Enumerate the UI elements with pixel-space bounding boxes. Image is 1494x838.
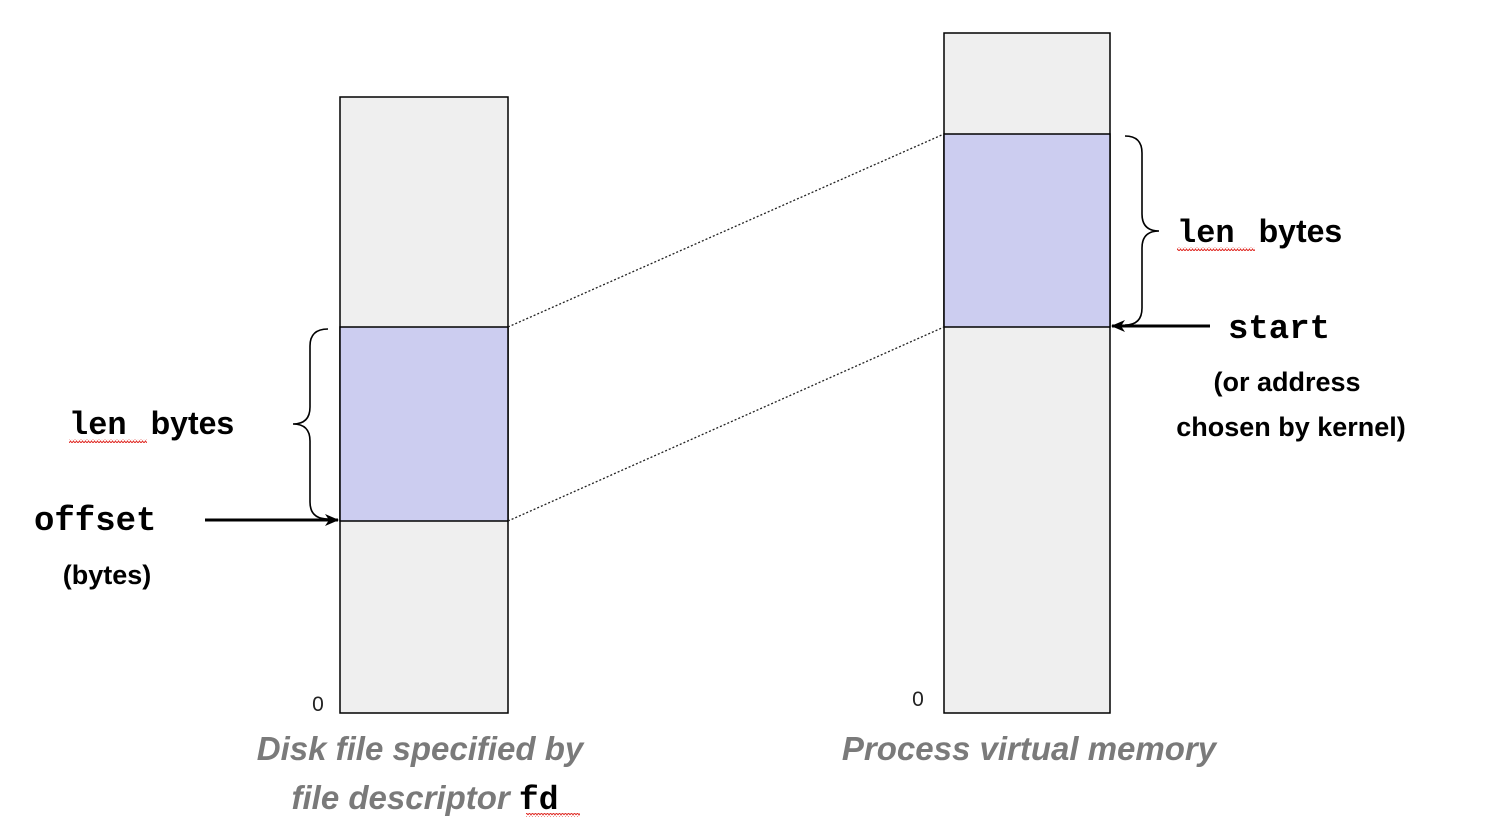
start-note-line2: chosen by kernel) <box>1176 412 1406 442</box>
disk-len-brace <box>292 328 329 520</box>
offset-note: (bytes) <box>63 560 152 590</box>
disk-zero-label: 0 <box>312 693 324 716</box>
memory-len-label: len bytes <box>1177 213 1342 252</box>
fd-spellcheck-underline <box>526 813 580 817</box>
disk-caption-text: file descriptor <box>292 779 519 816</box>
mapping-line-top <box>507 133 945 328</box>
start-label: start <box>1228 311 1330 349</box>
memory-len-code: len <box>1177 215 1235 252</box>
start-note-line1: (or address <box>1213 367 1360 397</box>
memory-len-spellcheck-underline <box>1177 247 1255 251</box>
memory-zero-label: 0 <box>912 688 924 711</box>
memory-mapped-region <box>943 133 1111 328</box>
fd-code: fd <box>519 782 559 819</box>
disk-caption-line1: Disk file specified by <box>257 730 585 767</box>
offset-label: offset <box>34 503 156 541</box>
memory-caption: Process virtual memory <box>842 730 1218 767</box>
disk-len-word: bytes <box>151 405 235 441</box>
memory-len-word: bytes <box>1259 213 1343 249</box>
disk-len-label: len bytes <box>69 405 234 444</box>
disk-caption-line2: file descriptor fd <box>292 779 559 819</box>
disk-mapped-region <box>339 326 509 522</box>
memory-len-brace <box>1124 135 1160 326</box>
disk-len-spellcheck-underline <box>69 439 147 443</box>
disk-len-code: len <box>69 407 127 444</box>
mapping-line-bottom <box>507 326 945 522</box>
